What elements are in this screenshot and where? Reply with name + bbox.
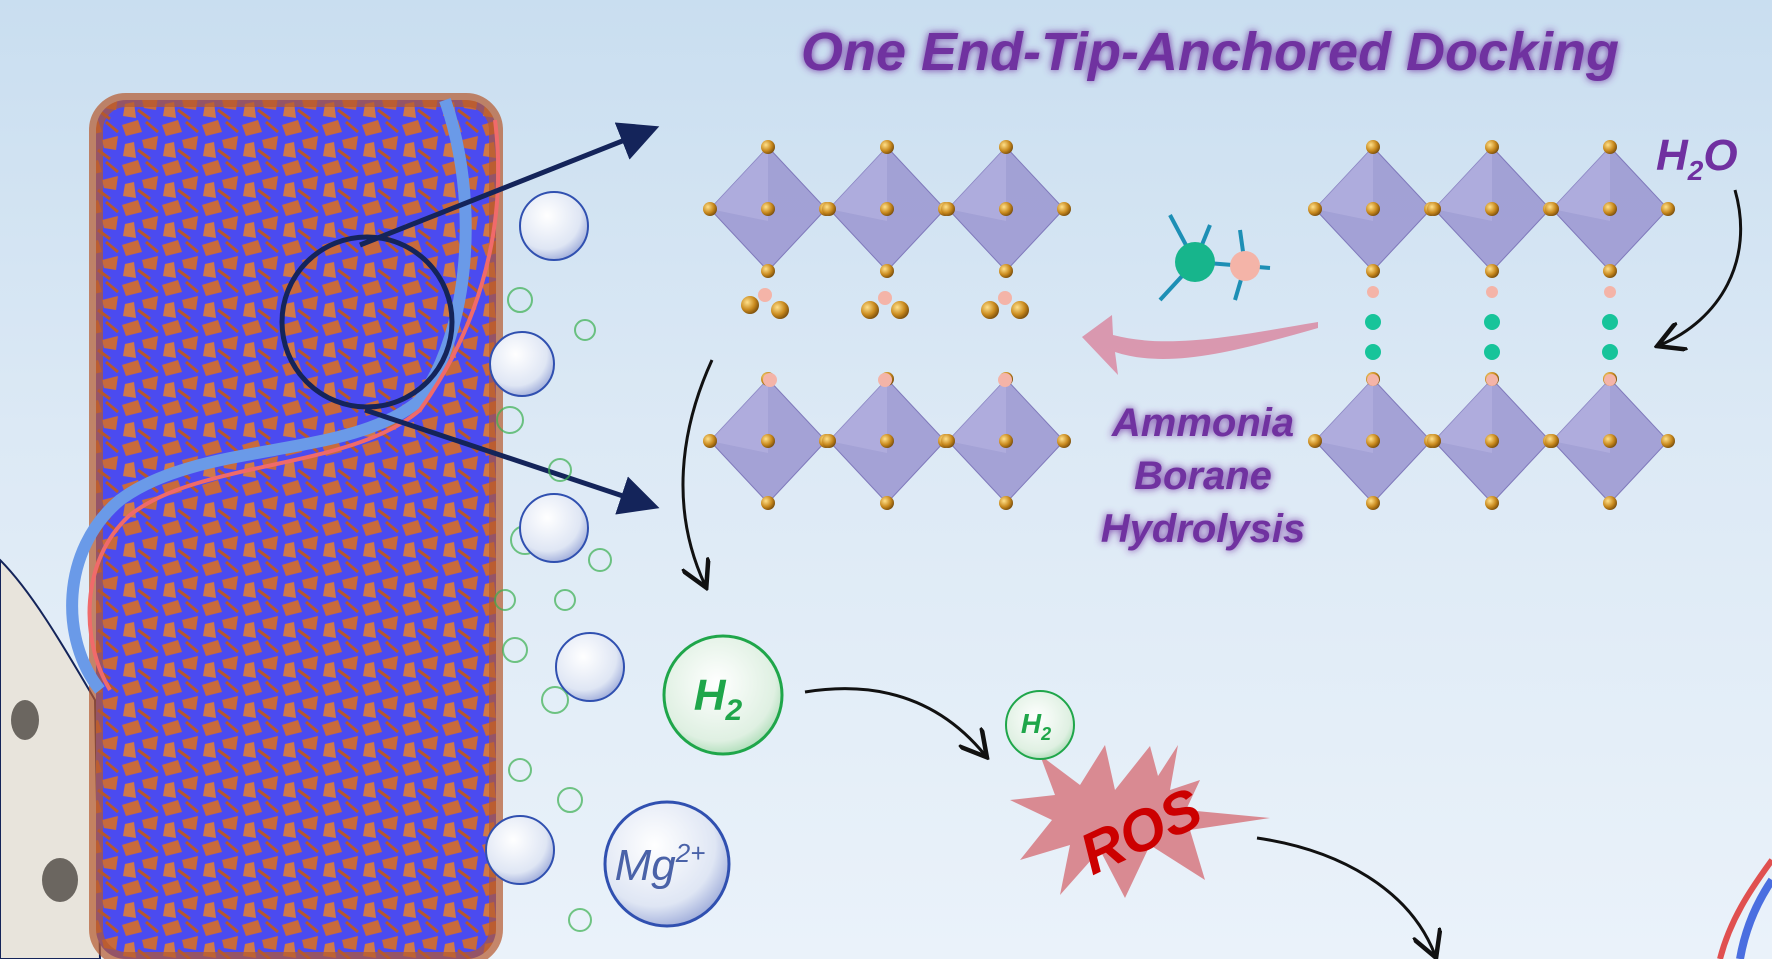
ros-out-arrow	[1256, 836, 1435, 955]
ammonia-borane-molecule	[1158, 214, 1271, 302]
reaction-label-line3: Hydrolysis	[1101, 507, 1306, 551]
bone-pore	[42, 858, 78, 902]
magnifier-circle	[279, 234, 455, 410]
crystal-structure-right	[1307, 139, 1676, 511]
water-label: H2O	[1656, 131, 1738, 186]
vessel-right-blue	[1736, 877, 1772, 959]
vessel-right	[1717, 858, 1772, 959]
release-arrow	[683, 359, 714, 585]
svg-text:H2: H2	[694, 671, 743, 727]
zoom-arrow-bottom	[364, 407, 660, 515]
title: One End-Tip-Anchored Docking	[801, 22, 1619, 82]
bone-scaffold	[0, 558, 102, 959]
water-arrow	[1660, 189, 1743, 345]
mg-ion-bubble: Mg2+	[603, 800, 731, 928]
zoom-arrow-top	[359, 122, 660, 248]
svg-text:Mg2+: Mg2+	[615, 838, 706, 890]
reaction-arrow	[1082, 315, 1318, 375]
reaction-label-line1: Ammonia	[1111, 401, 1294, 445]
nanotube	[89, 93, 503, 959]
reaction-label-line2: Borane	[1134, 454, 1272, 498]
ros-h2-bubble: H2	[1005, 690, 1075, 760]
crystal-structure-left	[702, 139, 1072, 511]
blood-vessel	[66, 98, 472, 694]
reaction-label: Ammonia Borane Hydrolysis	[1101, 401, 1306, 551]
svg-text:H2: H2	[1021, 708, 1051, 744]
blood-vessel-red	[87, 119, 501, 692]
ros-burst: ROS	[1010, 745, 1270, 898]
h2-to-ros-arrow	[804, 687, 985, 755]
bone-pore	[11, 700, 39, 740]
blue-bubbles	[485, 191, 625, 885]
h2-bubble: H2	[662, 634, 784, 756]
